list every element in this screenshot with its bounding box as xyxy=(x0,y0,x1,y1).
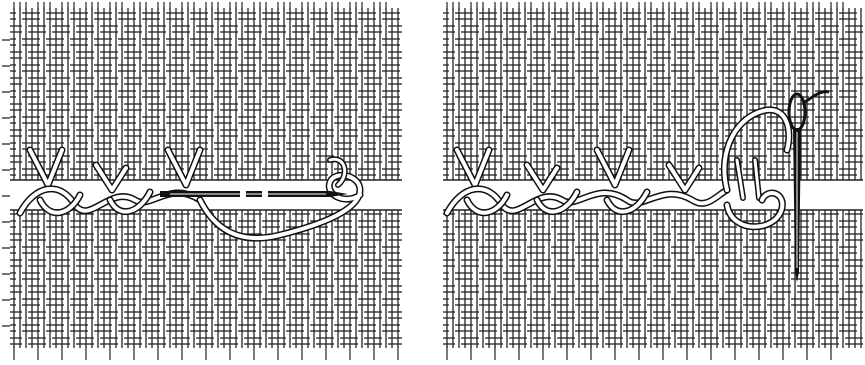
stitch-diagram-step-2 xyxy=(437,0,865,365)
canvas-weave-illustration xyxy=(437,0,865,365)
canvas-weave-illustration xyxy=(0,0,428,365)
stitch-diagram-step-1 xyxy=(0,0,428,365)
